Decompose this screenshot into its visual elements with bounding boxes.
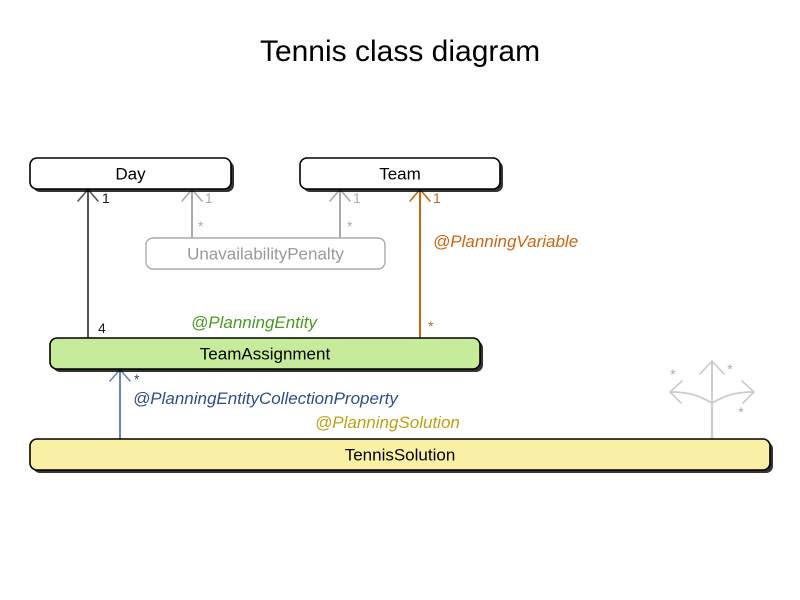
class-box-tennis-solution[interactable]: TennisSolution <box>29 438 773 473</box>
multiplicity-source-unavailability-penalty-to-team: * <box>347 218 353 234</box>
class-box-team[interactable]: Team <box>299 157 503 192</box>
multiplicity-target-unavailability-penalty-to-day: 1 <box>205 190 213 206</box>
annotation-planning-variable: @PlanningVariable <box>433 232 578 251</box>
class-box-team-assignment[interactable]: TeamAssignment <box>49 337 483 372</box>
relation-team-assignment-to-day <box>77 188 99 338</box>
multiplicity-labels-layer: ***141*1*1** <box>98 190 744 420</box>
annotation-planning-entity: @PlanningEntity <box>191 313 318 332</box>
class-label-team: Team <box>379 165 421 184</box>
multiplicity-fan-left: * <box>670 366 676 382</box>
multiplicity-target-team-assignment-to-team: 1 <box>433 190 441 206</box>
annotation-planning-entity-collection-property: @PlanningEntityCollectionProperty <box>133 389 399 408</box>
class-box-unavailability-penalty[interactable]: UnavailabilityPenalty <box>145 237 386 270</box>
multiplicity-source-team-assignment-to-day: 4 <box>98 320 106 336</box>
class-label-day: Day <box>115 165 146 184</box>
relation-team-assignment-to-team <box>409 188 431 338</box>
multiplicity-source-team-assignment-to-team: * <box>428 318 434 334</box>
class-label-tennis-solution: TennisSolution <box>345 446 456 465</box>
multiplicity-target-unavailability-penalty-to-team: 1 <box>353 190 361 206</box>
class-box-day[interactable]: Day <box>29 157 234 192</box>
multiplicity-fan-right: * <box>738 404 744 420</box>
relation-tennis-solution-to-team-assignment <box>109 368 131 439</box>
class-label-team-assignment: TeamAssignment <box>200 345 331 364</box>
annotation-planning-solution: @PlanningSolution <box>315 413 460 432</box>
multiplicity-source-unavailability-penalty-to-day: * <box>198 218 204 234</box>
multiplicity-target-tennis-solution-to-team-assignment: * <box>134 371 140 387</box>
multiplicity-target-team-assignment-to-day: 1 <box>102 190 110 206</box>
class-boxes-layer: Day TeamUnavailabilityPenaltyTeamAssignme… <box>29 157 773 473</box>
multiplicity-fan-up: * <box>727 361 733 377</box>
fan-relation-group <box>669 360 755 439</box>
diagram-title: Tennis class diagram <box>260 35 540 68</box>
annotations-layer: @PlanningVariable @PlanningEntity @Plannin… <box>133 232 578 432</box>
fan-tennis-solution-fan <box>669 360 755 439</box>
class-label-unavailability-penalty: UnavailabilityPenalty <box>187 245 344 264</box>
